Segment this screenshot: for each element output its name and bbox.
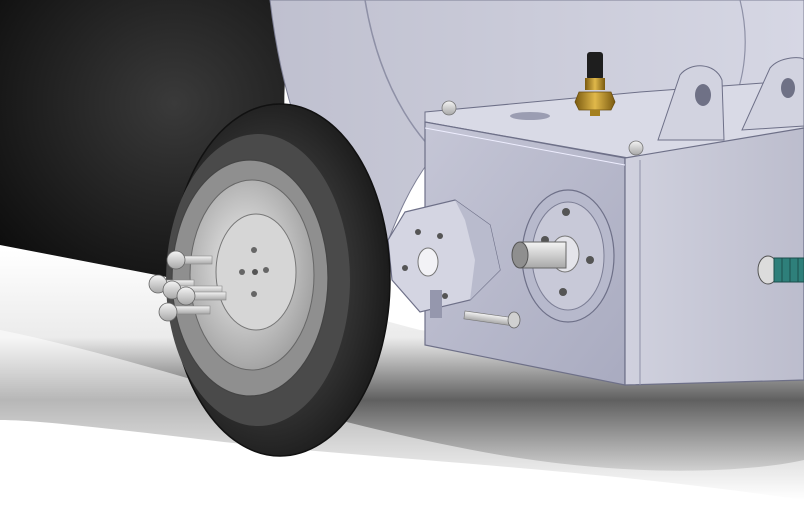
top-screw-right — [628, 140, 644, 156]
mounting-lug-left — [657, 65, 725, 141]
floor-shadow-soft — [0, 330, 804, 524]
hex-coupler — [387, 199, 501, 318]
wheel-bolts — [148, 250, 227, 322]
box-side — [624, 127, 804, 386]
wheel — [166, 103, 391, 457]
teal-connector — [757, 255, 804, 285]
top-screw-left — [441, 100, 457, 116]
coupler-screw — [463, 310, 521, 329]
brass-valve — [574, 52, 616, 116]
motor-shaft — [511, 241, 567, 269]
top-hole — [510, 112, 550, 120]
shaft-flange — [521, 189, 615, 323]
